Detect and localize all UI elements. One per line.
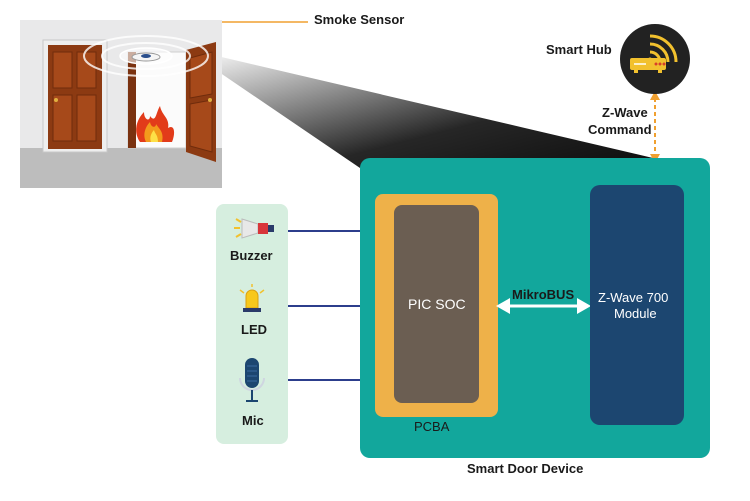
pic-soc-chip bbox=[394, 205, 479, 403]
smart-door-device-label: Smart Door Device bbox=[467, 461, 584, 476]
zwave-command-label-line2: Command bbox=[588, 122, 652, 137]
microphone-icon bbox=[236, 356, 268, 408]
mikrobus-label: MikroBUS bbox=[512, 287, 575, 302]
buzzer-label: Buzzer bbox=[230, 248, 273, 263]
pic-soc-label: PIC SOC bbox=[408, 296, 466, 312]
peripheral-panel bbox=[216, 204, 288, 444]
zwave-module-label-line2: Module bbox=[614, 306, 657, 321]
smoke-sensor-label: Smoke Sensor bbox=[314, 12, 405, 27]
zwave-module bbox=[590, 185, 684, 425]
led-label: LED bbox=[241, 322, 267, 337]
zoom-beam bbox=[213, 55, 653, 168]
smoke-sensor-icon bbox=[131, 52, 161, 62]
smart-hub-label: Smart Hub bbox=[546, 42, 612, 57]
zwave-module-label-line1: Z-Wave 700 bbox=[598, 290, 669, 305]
fire-icon bbox=[136, 106, 175, 142]
mic-label: Mic bbox=[242, 413, 264, 428]
led-bulb-icon bbox=[238, 284, 266, 318]
door-scene-image bbox=[20, 20, 222, 188]
buzzer-icon bbox=[232, 211, 278, 245]
pcba-label: PCBA bbox=[414, 419, 450, 434]
router-wifi-icon bbox=[620, 24, 690, 94]
zwave-command-label-line1: Z-Wave bbox=[602, 105, 648, 120]
